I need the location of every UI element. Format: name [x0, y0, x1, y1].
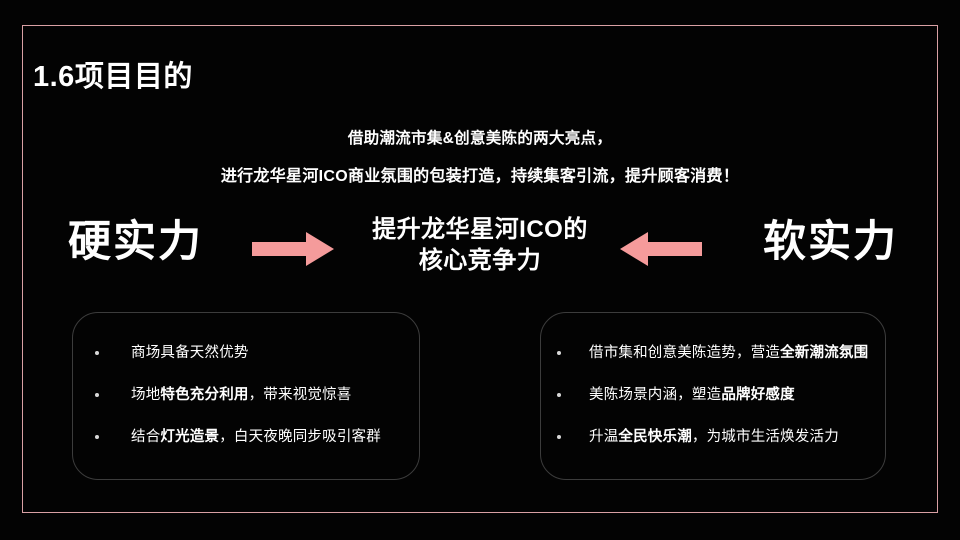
bullet-text-plain1: 美陈场景内涵，塑造: [589, 387, 722, 403]
bullet-text-plain1: 借市集和创意美陈造势，营造: [589, 345, 781, 361]
bullet-text-bold: 灯光造景: [160, 429, 220, 445]
subtitle-block: 借助潮流市集&创意美陈的两大亮点， 进行龙华星河ICO商业氛围的包装打造，持续集…: [0, 126, 960, 190]
bullet-dot-icon: [557, 351, 561, 355]
subtitle-line-1: 借助潮流市集&创意美陈的两大亮点，: [347, 130, 613, 147]
list-item: 借市集和创意美陈造势，营造全新潮流氛围: [541, 343, 885, 363]
bullet-text-bold: 全新潮流氛围: [780, 345, 869, 361]
bullet-dot-icon: [557, 435, 561, 439]
bullet-text-plain1: 商场具备天然优势: [131, 345, 249, 361]
core-goal-line-2: 核心竞争力: [418, 247, 542, 274]
bullet-dot-icon: [95, 393, 99, 397]
list-item: 商场具备天然优势: [73, 343, 419, 363]
bullet-text-bold: 品牌好感度: [721, 387, 795, 403]
bullet-text-bold: 全民快乐潮: [618, 429, 692, 445]
bullet-text-plain1: 结合: [131, 429, 161, 445]
core-goal-line-1: 提升龙华星河ICO的: [372, 216, 588, 243]
bullet-text-plain1: 场地: [131, 387, 161, 403]
bullet-dot-icon: [95, 351, 99, 355]
bullet-dot-icon: [95, 435, 99, 439]
list-item: 美陈场景内涵，塑造品牌好感度: [541, 385, 885, 405]
soft-power-label: 软实力: [763, 218, 898, 266]
bullet-text-plain1: 升温: [589, 429, 619, 445]
hard-power-panel: 商场具备天然优势 场地特色充分利用，带来视觉惊喜 结合灯光造景，白天夜晚同步吸引…: [72, 312, 420, 480]
soft-power-panel: 借市集和创意美陈造势，营造全新潮流氛围 美陈场景内涵，塑造品牌好感度 升温全民快…: [540, 312, 886, 480]
hard-power-bullet-list: 商场具备天然优势 场地特色充分利用，带来视觉惊喜 结合灯光造景，白天夜晚同步吸引…: [73, 313, 419, 447]
bullet-text-plain2: ，带来视觉惊喜: [248, 387, 352, 403]
bullet-dot-icon: [557, 393, 561, 397]
hard-power-label: 硬实力: [68, 218, 203, 266]
list-item: 场地特色充分利用，带来视觉惊喜: [73, 385, 419, 405]
core-goal-text: 提升龙华星河ICO的 核心竞争力: [0, 214, 960, 276]
page-title: 1.6项目目的: [33, 61, 193, 93]
subtitle-line-2: 进行龙华星河ICO商业氛围的包装打造，持续集客引流，提升顾客消费！: [220, 168, 740, 185]
bullet-text-plain2: ，为城市生活焕发活力: [691, 429, 839, 445]
arrow-right-icon: [252, 232, 334, 266]
bullet-text-plain2: ，白天夜晚同步吸引客群: [219, 429, 381, 445]
strength-band: 硬实力 提升龙华星河ICO的 核心竞争力 软实力: [0, 206, 960, 292]
list-item: 升温全民快乐潮，为城市生活焕发活力: [541, 427, 885, 447]
list-item: 结合灯光造景，白天夜晚同步吸引客群: [73, 427, 419, 447]
soft-power-bullet-list: 借市集和创意美陈造势，营造全新潮流氛围 美陈场景内涵，塑造品牌好感度 升温全民快…: [541, 313, 885, 447]
bullet-text-bold: 特色充分利用: [160, 387, 249, 403]
arrow-left-icon: [620, 232, 702, 266]
